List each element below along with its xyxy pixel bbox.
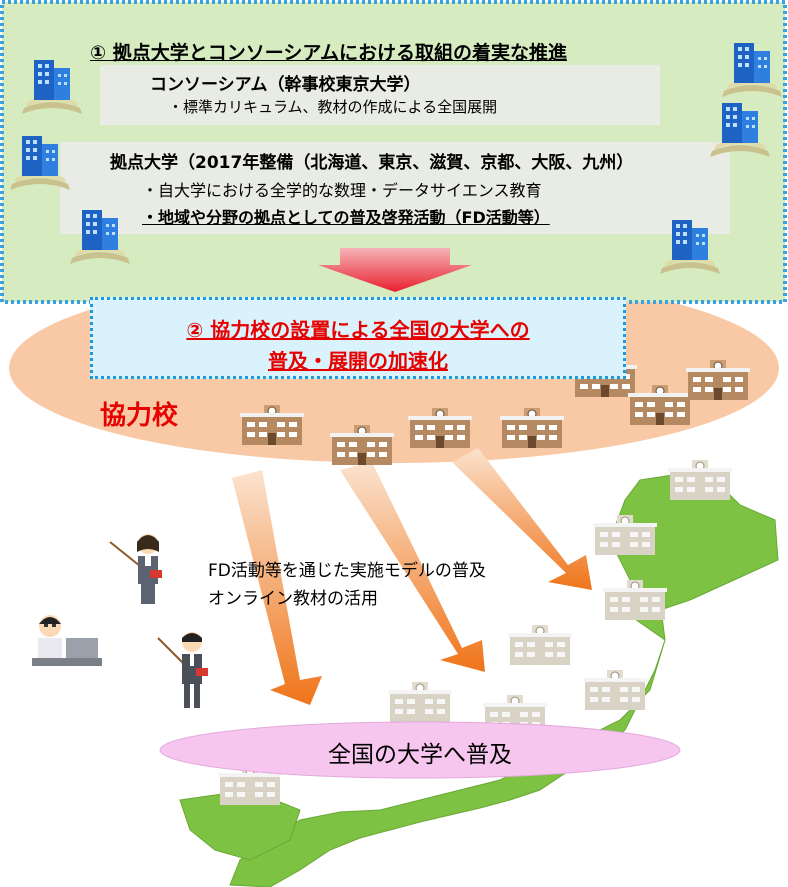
cooperating-schools-label: 協力校 [100,401,179,431]
base-university-item: ・自大学における全学的な数理・データサイエンス教育 [142,181,542,200]
base-university-item: ・地域や分野の拠点としての普及啓発活動（FD活動等） [142,208,550,227]
nationwide-ellipse [159,721,681,779]
consortium-heading: コンソーシアム（幹事校東京大学） [150,75,421,95]
diffusion-arrow-icon [232,470,322,705]
diffusion-text-line1: FD活動等を通じた実施モデルの普及 [208,561,486,581]
down-arrow-icon [318,248,472,292]
diffusion-text-line2: オンライン教材の活用 [208,589,378,609]
diffusion-arrow-icon [452,448,592,590]
section1-title: ① 拠点大学とコンソーシアムにおける取組の着実な推進 [90,42,567,64]
base-university-heading: 拠点大学（2017年整備（北海道、東京、滋賀、京都、大阪、九州） [110,153,634,173]
section2-title-line2: 普及・展開の加速化 [268,349,448,373]
school-building-icon [582,669,648,711]
school-building-icon [387,681,453,723]
section2-box: ② 協力校の設置による全国の大学への 普及・展開の加速化 [90,297,626,379]
consortium-item: ・標準カリキュラム、教材の作成による全国展開 [168,98,498,116]
school-building-icon [667,459,733,501]
teacher-icon [157,632,208,708]
consortium-box [100,65,660,125]
japan-map-icon [179,469,779,887]
teacher-icon [109,534,162,604]
laptop-user-icon [32,615,102,666]
school-building-icon [507,624,573,666]
section2-title-line1: ② 協力校の設置による全国の大学への [186,318,530,342]
nationwide-label: 全国の大学へ普及 [328,742,512,768]
base-univ-box [60,142,730,234]
diffusion-arrow-icon [340,462,485,672]
